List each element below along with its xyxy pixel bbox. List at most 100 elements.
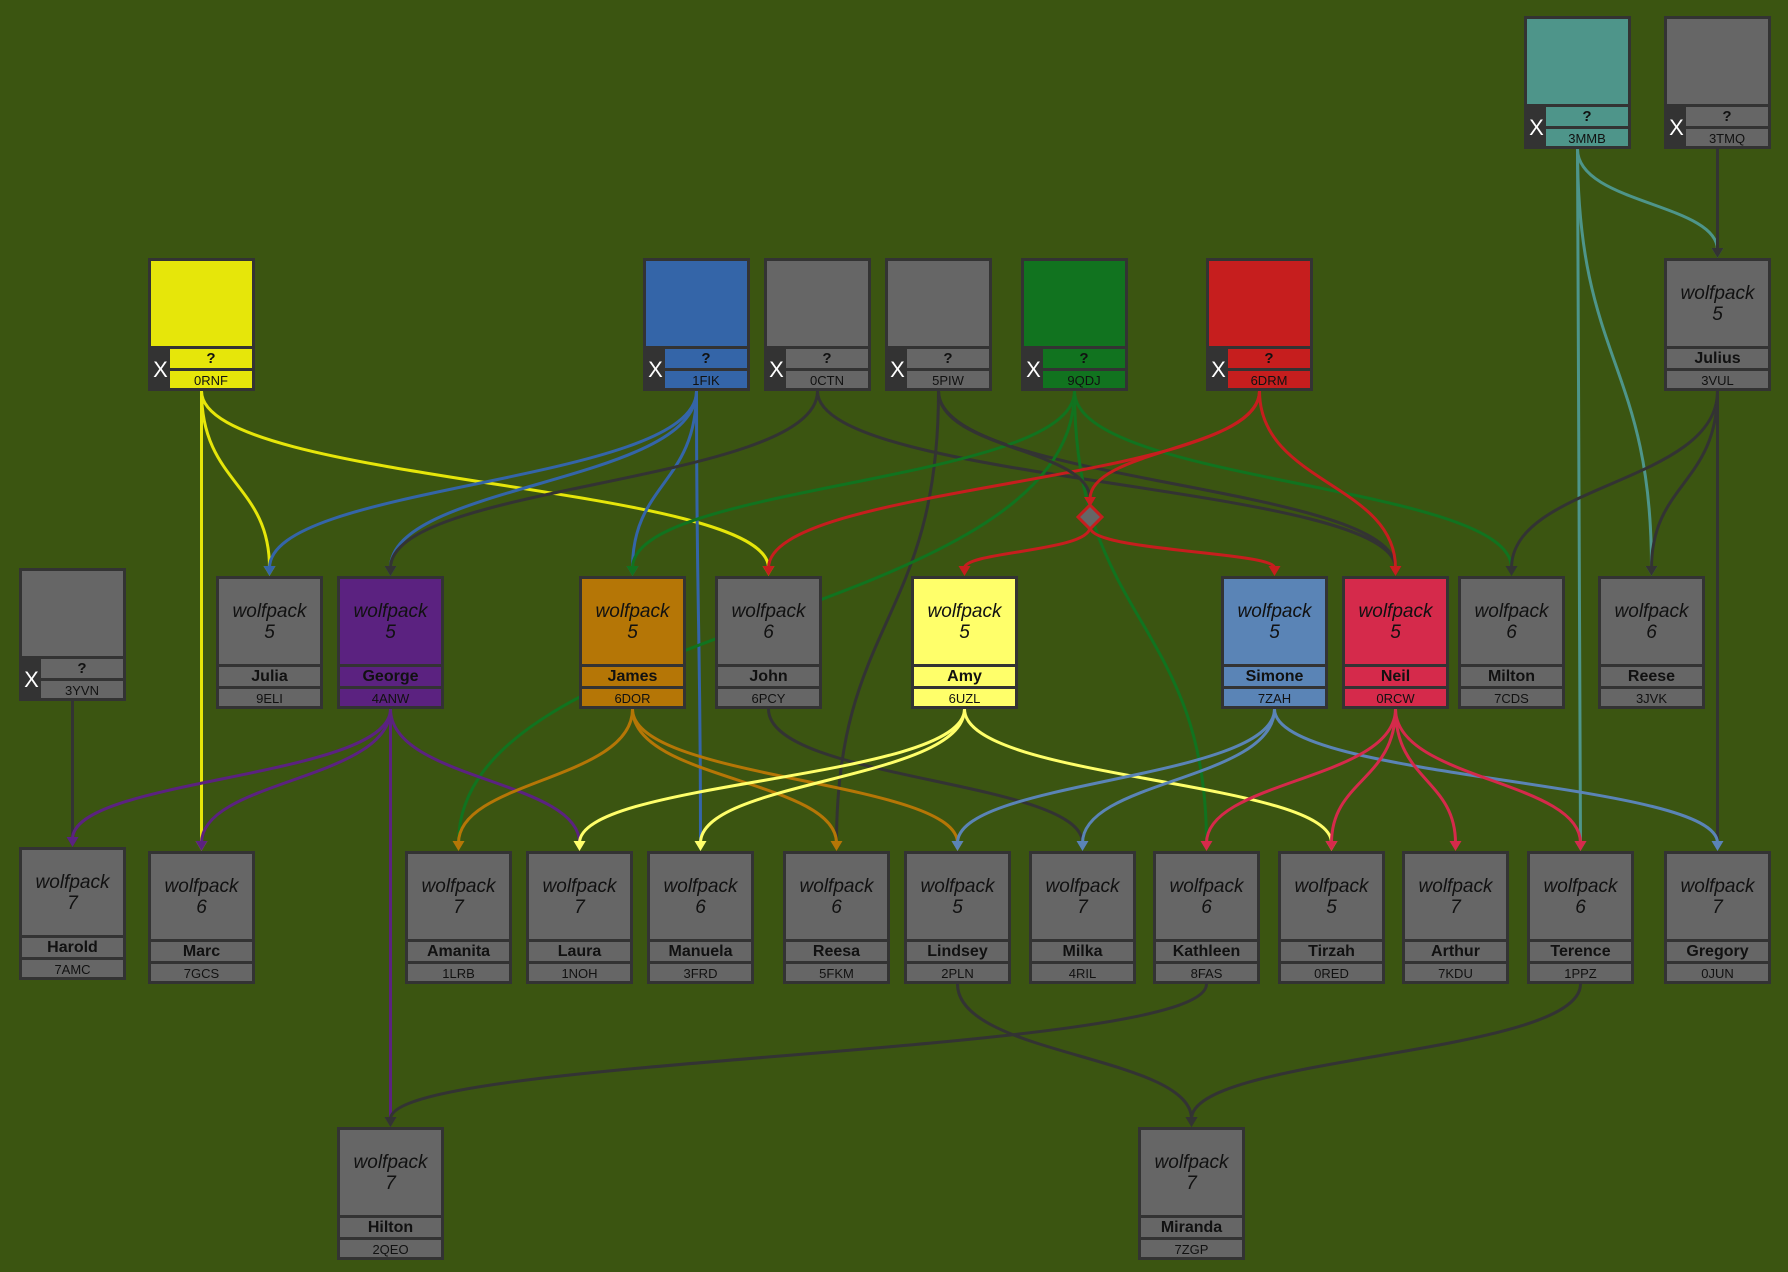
- person-node-1fik[interactable]: X?1FIK: [643, 258, 750, 391]
- arrowhead: [1076, 841, 1089, 851]
- person-name: Reesa: [786, 942, 887, 964]
- person-code: 7ZGP: [1141, 1240, 1242, 1257]
- person-name: ?: [1043, 349, 1125, 371]
- person-name: Hilton: [340, 1218, 441, 1240]
- edge-3mmb-1ppz: [1576, 148, 1582, 844]
- group-label: wolfpack: [542, 875, 617, 897]
- node-color-block: [22, 571, 123, 659]
- edge-3mmb-3jvk: [1576, 148, 1653, 569]
- node-color-block: [151, 261, 252, 349]
- person-name: Milka: [1032, 942, 1133, 964]
- arrowhead: [762, 566, 775, 576]
- person-node-3mmb[interactable]: X?3MMB: [1524, 16, 1631, 149]
- close-icon[interactable]: X: [1667, 107, 1686, 146]
- close-icon[interactable]: X: [1209, 349, 1228, 388]
- person-code: 1NOH: [529, 964, 630, 981]
- arrowhead: [1505, 566, 1518, 576]
- person-code: 3FRD: [650, 964, 751, 981]
- person-code: 6PCY: [718, 689, 819, 706]
- close-icon[interactable]: X: [22, 659, 41, 698]
- edge-0rcw-1ppz: [1394, 708, 1582, 844]
- close-icon[interactable]: X: [1527, 107, 1546, 146]
- arrowhead: [573, 841, 586, 851]
- generation-label: 5: [627, 621, 638, 643]
- generation-label: 7: [385, 1172, 396, 1194]
- person-name: Amanita: [408, 942, 509, 964]
- person-name: Manuela: [650, 942, 751, 964]
- group-label: wolfpack: [1169, 875, 1244, 897]
- person-node-3yvn[interactable]: X?3YVN: [19, 568, 126, 701]
- close-icon[interactable]: X: [151, 349, 170, 388]
- arrowhead: [1200, 841, 1213, 851]
- group-label: wolfpack: [799, 875, 874, 897]
- generation-label: 7: [1077, 896, 1088, 918]
- arrowhead: [195, 841, 208, 851]
- person-name: Arthur: [1405, 942, 1506, 964]
- group-label: wolfpack: [232, 600, 307, 622]
- person-node-5piw[interactable]: X?5PIW: [885, 258, 992, 391]
- edge-1fik-9eli: [268, 390, 698, 569]
- generation-label: 5: [952, 896, 963, 918]
- arrowhead: [626, 566, 639, 576]
- group-label: wolfpack: [1294, 875, 1369, 897]
- person-name: ?: [170, 349, 252, 371]
- close-icon[interactable]: X: [888, 349, 907, 388]
- person-code: 6DOR: [582, 689, 683, 706]
- person-code: 0RNF: [170, 371, 252, 388]
- edge-0rcw-8fas: [1205, 708, 1397, 844]
- union-diamond-icon: [1075, 502, 1105, 532]
- close-icon[interactable]: X: [767, 349, 786, 388]
- group-label: wolfpack: [164, 875, 239, 897]
- person-name: ?: [41, 659, 123, 681]
- close-icon[interactable]: X: [1024, 349, 1043, 388]
- arrowhead: [1084, 497, 1096, 507]
- person-node-0rnf[interactable]: X?0RNF: [148, 258, 255, 391]
- person-node-6drm[interactable]: X?6DRM: [1206, 258, 1313, 391]
- person-node-3tmq[interactable]: X?3TMQ: [1664, 16, 1771, 149]
- arrowhead: [1711, 841, 1724, 851]
- close-icon[interactable]: X: [646, 349, 665, 388]
- edge-6dor-1lrb: [457, 708, 634, 844]
- edge-0ctn-0rcw: [816, 390, 1397, 569]
- person-node-0ctn[interactable]: X?0CTN: [764, 258, 871, 391]
- node-color-block: [1527, 19, 1628, 107]
- person-node-9qdj[interactable]: X?9QDJ: [1021, 258, 1128, 391]
- person-code: 7GCS: [151, 964, 252, 981]
- person-name: ?: [907, 349, 989, 371]
- arrowhead: [1325, 841, 1338, 851]
- edge-6uzl-3frd: [699, 708, 966, 844]
